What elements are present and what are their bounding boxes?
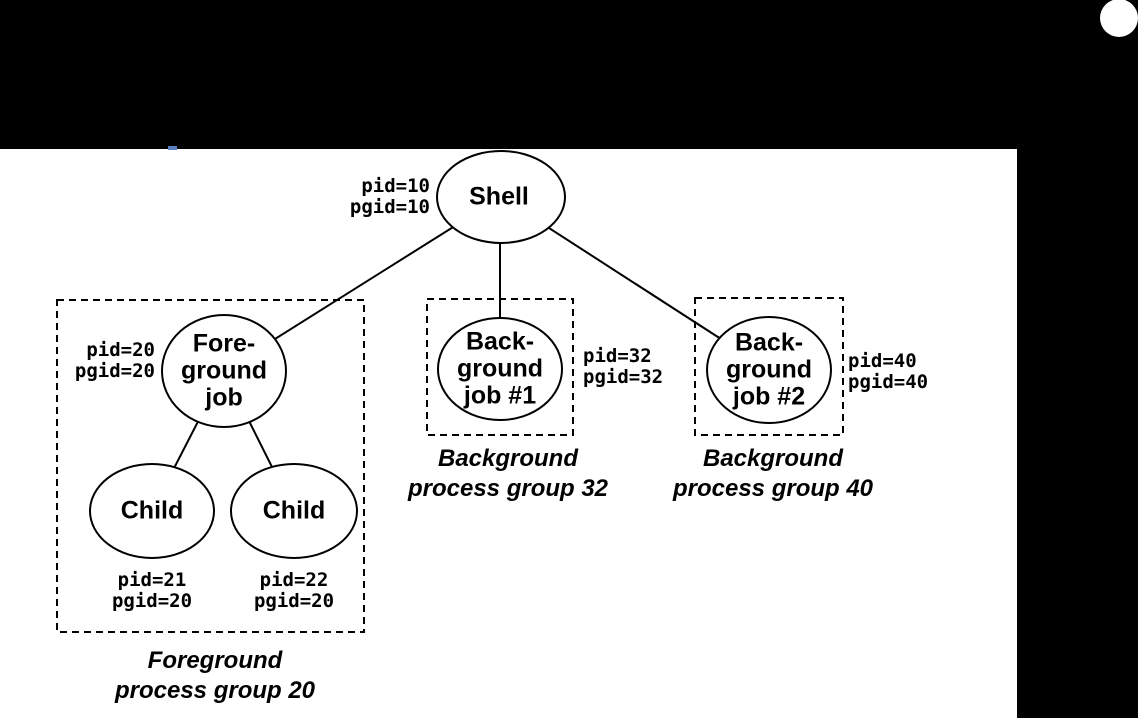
background-job1-node-label: Back- ground job #1 xyxy=(456,327,544,410)
background-group-32-caption: Background process group 32 xyxy=(407,445,609,502)
child1-pid-annotation: pid=21 pgid=20 xyxy=(111,569,193,612)
child1-node-label: Child xyxy=(120,496,184,525)
shell-node-label: Shell xyxy=(469,182,529,211)
foreground-group-caption: Foreground process group 20 xyxy=(114,647,316,704)
child1-node-ellipse xyxy=(89,463,215,559)
redaction-edge-artifact xyxy=(168,146,177,150)
child2-node-label: Child xyxy=(262,496,326,525)
background-job2-node-label: Back- ground job #2 xyxy=(725,328,813,411)
background-job1-pid-annotation: pid=32 pgid=32 xyxy=(583,345,664,388)
child2-pid-annotation: pid=22 pgid=20 xyxy=(253,569,335,612)
foreground-job-node-label: Fore- ground job xyxy=(180,329,268,412)
background-job2-pid-annotation: pid=40 pgid=40 xyxy=(848,350,929,393)
shell-node-ellipse xyxy=(436,150,566,244)
background-job1-node-ellipse xyxy=(437,317,563,421)
diagram-canvas xyxy=(0,149,1017,718)
background-job2-node-ellipse xyxy=(706,316,832,424)
foreground-job-node-ellipse xyxy=(161,314,287,428)
background-group-40-box xyxy=(694,297,844,436)
shell-pid-annotation: pid=10 pgid=10 xyxy=(349,175,430,218)
corner-dot xyxy=(1100,0,1138,37)
background-group-40-caption: Background process group 40 xyxy=(672,445,874,502)
foreground-group-box xyxy=(56,299,365,633)
foreground-job-pid-annotation: pid=20 pgid=20 xyxy=(74,339,155,382)
child2-node-ellipse xyxy=(230,463,358,559)
